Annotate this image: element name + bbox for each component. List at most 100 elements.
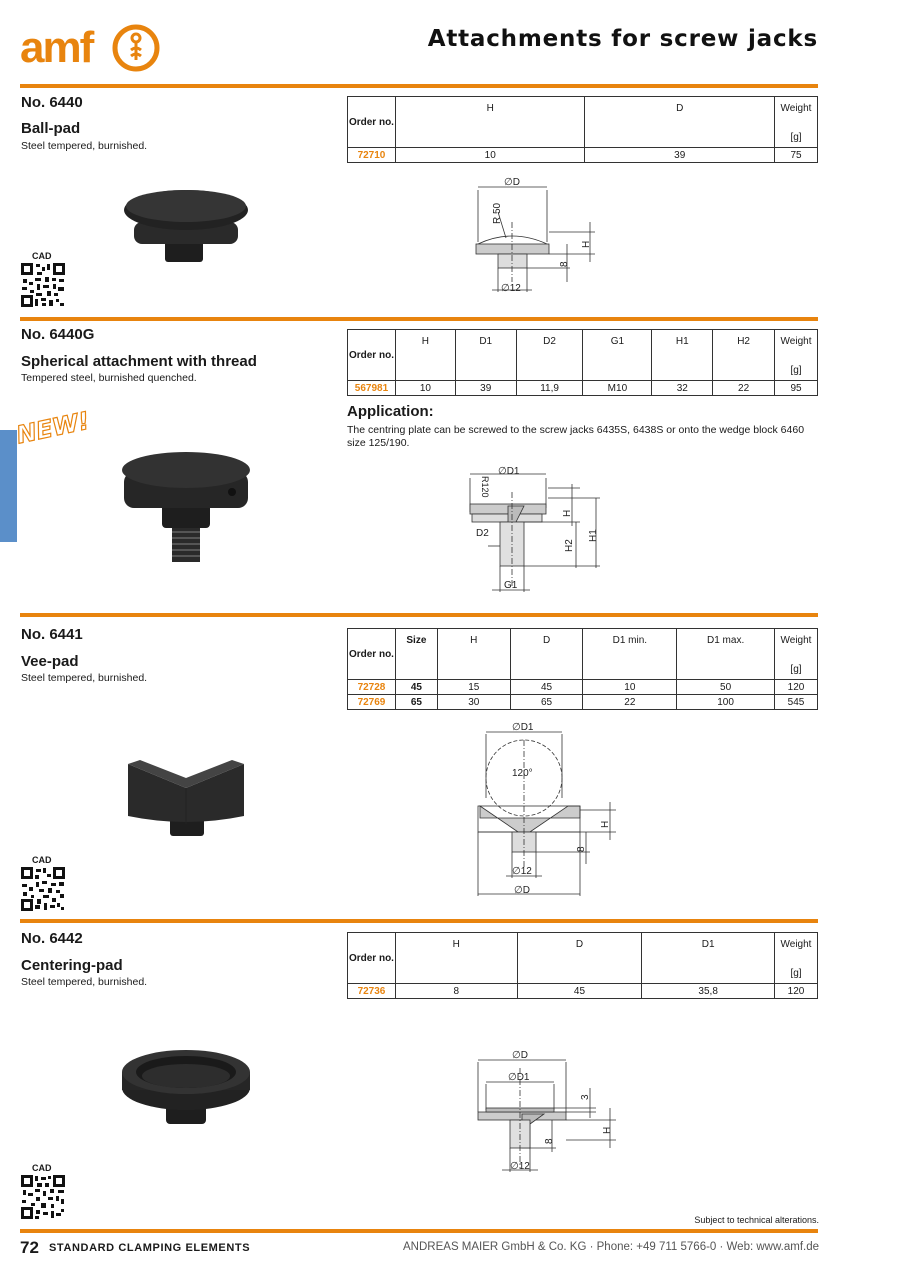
table-cell: 65: [509, 694, 584, 710]
drawing-label: ∅D: [512, 1050, 528, 1061]
table-cell: 95: [774, 380, 818, 396]
section-side-tab: [0, 430, 17, 542]
technical-drawing: ∅D1 R120 H D2 H2 H1 G1: [469, 466, 600, 592]
product-description: Tempered steel, burnished quenched.: [21, 372, 197, 384]
spec-table: Order no. H D D1 Weight[g] 72736 8 45 35…: [347, 932, 818, 999]
table-row: 72769 65 30 65 22 100 545: [347, 694, 819, 710]
table-row: 72728 45 15 45 10 50 120: [347, 679, 819, 695]
col-header: D1: [641, 932, 775, 984]
col-header-weight: Weight[g]: [774, 932, 818, 984]
table-cell: 39: [584, 147, 775, 163]
product-name: Vee-pad: [21, 653, 79, 670]
table-cell: 120: [774, 983, 818, 999]
product-name: Ball-pad: [21, 120, 81, 137]
order-number[interactable]: 72769: [347, 694, 396, 710]
drawing-label: 3: [580, 1094, 591, 1100]
col-header: D1: [454, 329, 517, 381]
table-cell: 45: [509, 679, 584, 695]
col-header: H: [394, 329, 456, 381]
drawing-label: 8: [576, 846, 587, 852]
table-cell: 120: [773, 679, 819, 695]
col-header: H: [394, 96, 586, 148]
table-cell: 10: [582, 679, 678, 695]
spec-table: Order no. Size H D D1 min. D1 max. Weigh…: [347, 628, 819, 710]
product-number: No. 6441: [21, 626, 83, 643]
drawing-label: R120: [480, 476, 490, 498]
product-description: Steel tempered, burnished.: [21, 140, 148, 152]
table-cell: 45: [394, 679, 438, 695]
section-divider: [20, 84, 818, 88]
col-header: D: [584, 96, 775, 148]
section-divider: [20, 317, 818, 321]
col-header: G1: [582, 329, 653, 381]
page-number: 72: [20, 1238, 39, 1257]
order-number[interactable]: 567981: [347, 380, 396, 396]
table-cell: 10: [394, 380, 456, 396]
table-row: 72710 10 39 75: [347, 147, 818, 163]
product-number: No. 6440: [21, 94, 83, 111]
col-header-order: Order no.: [347, 329, 396, 381]
drawing-label: D2: [476, 528, 489, 539]
drawing-label: ∅12: [510, 1161, 530, 1172]
cad-label: CAD: [32, 855, 52, 865]
technical-drawing: ∅D R 50 H 8 ∅12: [475, 177, 595, 294]
table-cell: 75: [774, 147, 818, 163]
table-cell: 30: [436, 694, 511, 710]
footer-note: Subject to technical alterations.: [694, 1215, 819, 1225]
drawing-label: 120°: [512, 768, 533, 779]
qr-code-icon[interactable]: [21, 867, 65, 911]
table-cell: 35,8: [641, 983, 775, 999]
table-cell: 39: [454, 380, 517, 396]
table-cell: 22: [712, 380, 776, 396]
drawing-label: ∅D1: [508, 1072, 530, 1083]
col-header-order: Order no.: [347, 628, 396, 680]
section-divider: [20, 613, 818, 617]
table-cell: 10: [394, 147, 586, 163]
drawing-label: H1: [588, 529, 599, 542]
col-header: H2: [712, 329, 776, 381]
cad-label: CAD: [32, 251, 52, 261]
table-cell: 15: [436, 679, 511, 695]
table-cell: 11,9: [515, 380, 584, 396]
col-header: D2: [515, 329, 584, 381]
drawing-label: ∅D1: [498, 466, 520, 477]
drawing-label: H: [600, 821, 611, 828]
col-header: D: [516, 932, 643, 984]
table-cell: 65: [394, 694, 438, 710]
application-text: The centring plate can be screwed to the…: [347, 424, 805, 449]
drawing-label: H: [581, 241, 592, 248]
col-header: H: [394, 932, 518, 984]
qr-code-icon[interactable]: [21, 1175, 65, 1219]
product-name: Spherical attachment with thread: [21, 353, 257, 370]
col-header-size: Size: [394, 628, 438, 680]
col-header: D: [509, 628, 584, 680]
col-header-order: Order no.: [347, 932, 396, 984]
order-number[interactable]: 72728: [347, 679, 396, 695]
drawing-label: ∅12: [512, 866, 532, 877]
section-divider: [20, 919, 818, 923]
technical-drawing: ∅D1 120° H 8 ∅12 ∅D: [477, 722, 616, 896]
drawing-label: H: [562, 510, 573, 517]
application-title: Application:: [347, 403, 434, 420]
new-badge: NEW!: [13, 406, 93, 450]
col-header-order: Order no.: [347, 96, 396, 148]
table-cell: 100: [676, 694, 775, 710]
product-description: Steel tempered, burnished.: [21, 976, 148, 988]
vee-pad-image: [128, 760, 244, 836]
table-cell: 50: [676, 679, 775, 695]
drawing-label: ∅12: [501, 283, 521, 294]
drawing-label: 8: [559, 261, 570, 267]
amf-logo: amf: [20, 23, 160, 72]
order-number[interactable]: 72710: [347, 147, 396, 163]
logo-text: amf: [20, 23, 95, 72]
col-header: H1: [651, 329, 714, 381]
drawing-label: H: [602, 1127, 613, 1134]
table-cell: M10: [582, 380, 653, 396]
page-title: Attachments for screw jacks: [427, 26, 818, 52]
col-header-weight: Weight[g]: [773, 628, 819, 680]
qr-code-icon[interactable]: [21, 263, 65, 307]
drawing-label: 8: [544, 1138, 555, 1144]
technical-drawing: ∅D ∅D1 3 H 8 ∅12: [477, 1050, 616, 1172]
cad-label: CAD: [32, 1163, 52, 1173]
order-number[interactable]: 72736: [347, 983, 396, 999]
